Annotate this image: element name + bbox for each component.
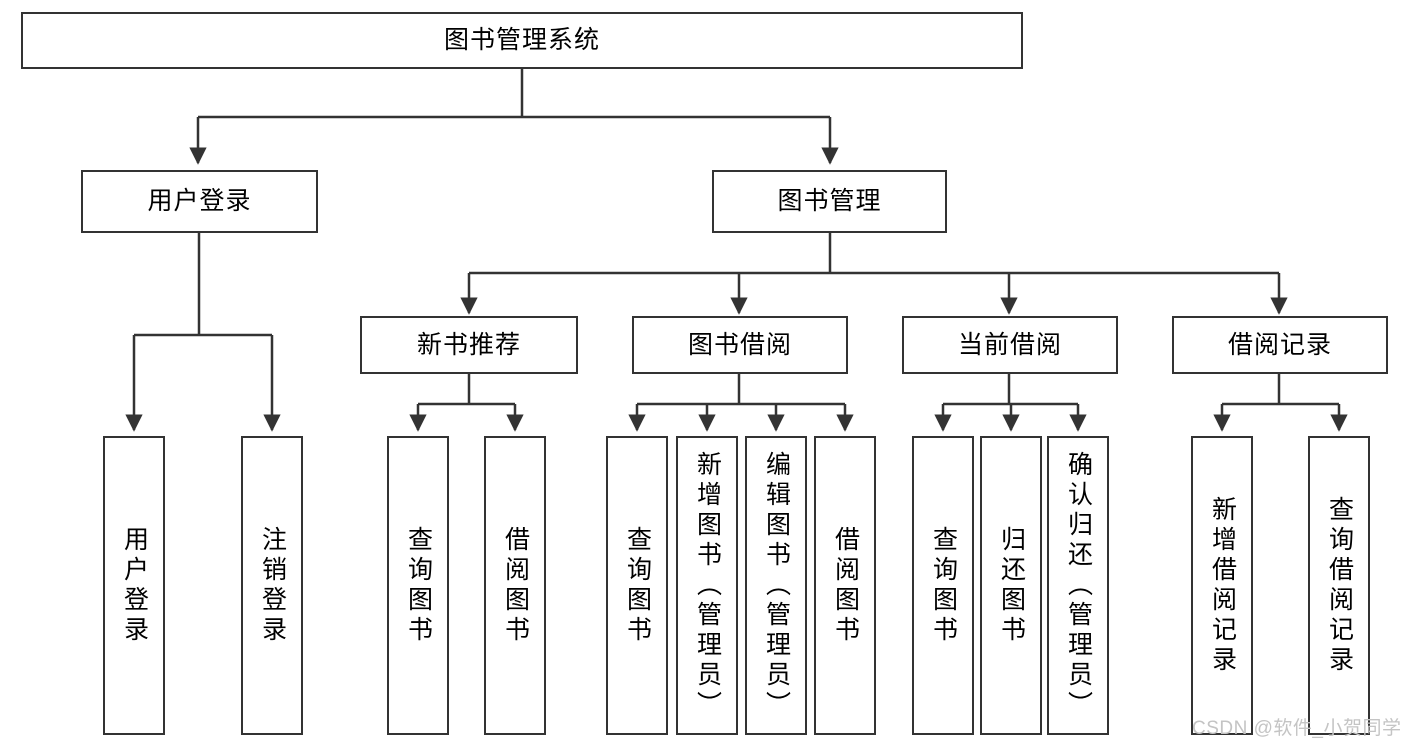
node-leaf-query-book-1[interactable]: 查询图书 xyxy=(387,436,449,735)
node-leaf-confirm-return-label: 确认归还（管理员） xyxy=(1064,450,1093,721)
node-current-borrow-label: 当前借阅 xyxy=(957,330,1062,359)
node-book-borrow[interactable]: 图书借阅 xyxy=(632,316,848,374)
node-leaf-logout-label: 注销登录 xyxy=(258,525,287,646)
node-leaf-add-record-label: 新增借阅记录 xyxy=(1208,495,1237,676)
node-borrow-record[interactable]: 借阅记录 xyxy=(1172,316,1388,374)
node-book-manage[interactable]: 图书管理 xyxy=(712,170,947,233)
node-new-book-recommend-label: 新书推荐 xyxy=(416,330,521,359)
node-user-login-label: 用户登录 xyxy=(147,187,252,216)
node-leaf-add-record[interactable]: 新增借阅记录 xyxy=(1191,436,1253,735)
node-leaf-user-login[interactable]: 用户登录 xyxy=(103,436,165,735)
node-leaf-borrow-book-2[interactable]: 借阅图书 xyxy=(814,436,876,735)
node-leaf-query-book-2[interactable]: 查询图书 xyxy=(606,436,668,735)
node-leaf-confirm-return[interactable]: 确认归还（管理员） xyxy=(1047,436,1109,735)
node-leaf-logout[interactable]: 注销登录 xyxy=(241,436,303,735)
node-user-login[interactable]: 用户登录 xyxy=(81,170,318,233)
node-leaf-return-book[interactable]: 归还图书 xyxy=(980,436,1042,735)
node-root[interactable]: 图书管理系统 xyxy=(21,12,1023,69)
node-leaf-query-record[interactable]: 查询借阅记录 xyxy=(1308,436,1370,735)
node-leaf-borrow-book-1[interactable]: 借阅图书 xyxy=(484,436,546,735)
csdn-watermark: CSDN @软件_小贺同学 xyxy=(1192,718,1402,739)
node-book-manage-label: 图书管理 xyxy=(777,187,882,216)
node-leaf-borrow-book-1-label: 借阅图书 xyxy=(501,525,530,646)
node-new-book-recommend[interactable]: 新书推荐 xyxy=(360,316,578,374)
node-leaf-query-record-label: 查询借阅记录 xyxy=(1325,495,1354,676)
node-leaf-return-book-label: 归还图书 xyxy=(997,525,1026,646)
node-leaf-edit-book-label: 编辑图书（管理员） xyxy=(762,450,791,721)
node-book-borrow-label: 图书借阅 xyxy=(687,330,792,359)
node-leaf-add-book[interactable]: 新增图书（管理员） xyxy=(676,436,738,735)
node-leaf-add-book-label: 新增图书（管理员） xyxy=(693,450,722,721)
node-root-label: 图书管理系统 xyxy=(443,26,600,55)
node-leaf-query-book-3-label: 查询图书 xyxy=(929,525,958,646)
node-leaf-edit-book[interactable]: 编辑图书（管理员） xyxy=(745,436,807,735)
node-leaf-query-book-1-label: 查询图书 xyxy=(404,525,433,646)
node-leaf-query-book-2-label: 查询图书 xyxy=(623,525,652,646)
node-leaf-query-book-3[interactable]: 查询图书 xyxy=(912,436,974,735)
node-leaf-user-login-label: 用户登录 xyxy=(120,525,149,646)
node-current-borrow[interactable]: 当前借阅 xyxy=(902,316,1118,374)
node-leaf-borrow-book-2-label: 借阅图书 xyxy=(831,525,860,646)
node-borrow-record-label: 借阅记录 xyxy=(1227,330,1332,359)
